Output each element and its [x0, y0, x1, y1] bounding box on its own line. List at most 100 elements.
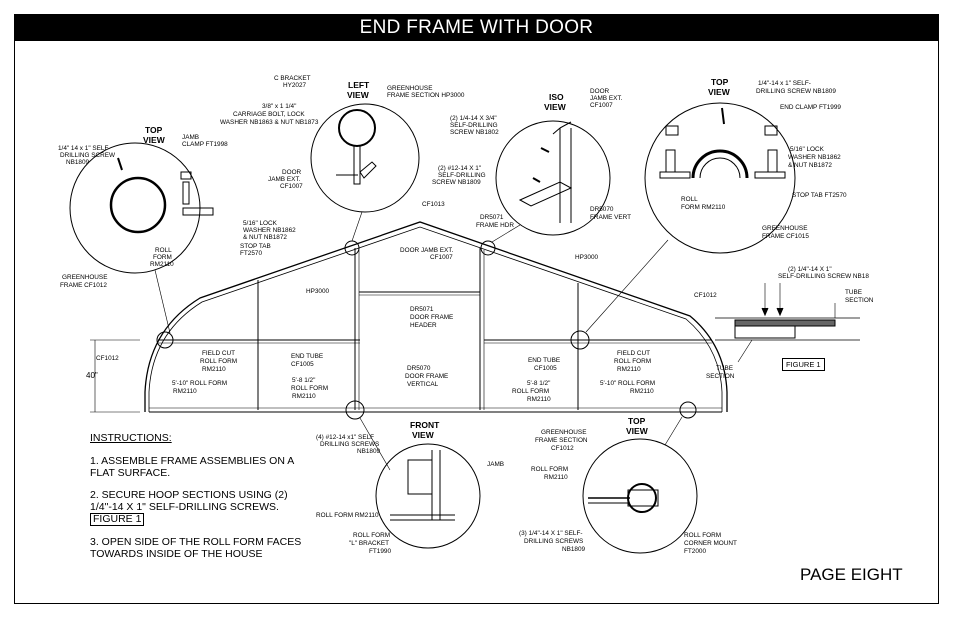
callout-tr-endclamp: END CLAMP FT1999 — [780, 104, 841, 111]
callout-text: FT2570 — [240, 250, 262, 257]
label-hp3000-right: HP3000 — [575, 254, 599, 261]
instructions: INSTRUCTIONS: 1. ASSEMBLE FRAME ASSEMBLI… — [90, 432, 320, 570]
view-title-top-right-2: VIEW — [708, 87, 731, 97]
callout-text: ROLL FORM — [200, 358, 237, 365]
callout-text: ROLL FORM — [531, 466, 568, 473]
callout-text: CARRIAGE BOLT, LOCK — [233, 111, 305, 118]
view-title-top-right-1: TOP — [711, 77, 729, 87]
callout-text: STOP TAB — [240, 243, 271, 250]
callout-text: & NUT NB1872 — [788, 162, 832, 169]
callout-text: FT2000 — [684, 548, 706, 555]
callout-text: FIELD CUT — [617, 350, 650, 357]
callout-text: GREENHOUSE — [762, 225, 807, 232]
view-title-top-left-2: VIEW — [143, 135, 166, 145]
callout-text: NB1809 — [562, 546, 586, 553]
callout-text: 5'-10" ROLL FORM — [600, 380, 655, 387]
callout-text: FIELD CUT — [202, 350, 235, 357]
view-title-top-left-1: TOP — [145, 125, 163, 135]
callout-text: FT1990 — [369, 548, 391, 555]
callout-text: ROLL FORM — [614, 358, 651, 365]
callout-text: FORM RM2110 — [681, 204, 726, 211]
callout-text: END TUBE — [528, 357, 560, 364]
callout-text: RM2110 — [292, 393, 316, 400]
callout-text: ROLL — [681, 196, 698, 203]
callout-text: DR5070 — [590, 206, 614, 213]
callout-text: & NUT NB1872 — [243, 234, 287, 241]
callout-text: FRAME CF1015 — [762, 233, 809, 240]
callout-tr-screw: 1/4"-14 x 1" SELF-DRILLING SCREW NB1809 — [756, 80, 836, 95]
view-title-left-1: LEFT — [348, 80, 370, 90]
callout-text: RM2110 — [202, 366, 226, 373]
callout-text: NB1809 — [66, 159, 90, 166]
callout-text: 5/16" LOCK — [243, 220, 278, 227]
callout-text: (2) 1/4"-14 X 1" — [788, 266, 832, 273]
callout-text: CF1005 — [291, 361, 314, 368]
callout-text: DOOR FRAME — [405, 373, 448, 380]
page-border — [14, 14, 939, 604]
label-hp3000-left: HP3000 — [306, 288, 330, 295]
page-number-label: PAGE EIGHT — [800, 565, 903, 584]
callout-text: RM2110 — [173, 388, 197, 395]
callout-text: "L" BRACKET — [349, 540, 389, 547]
label-cf1013: CF1013 — [422, 201, 445, 208]
callout-text: CORNER MOUNT — [684, 540, 737, 547]
callout-text: CF1007 — [430, 254, 453, 261]
callout-text: STOP TAB FT2570 — [792, 192, 847, 199]
callout-tr-stoptab: STOP TAB FT2570 — [792, 192, 847, 199]
callout-text: DRILLING SCREWS — [320, 441, 379, 448]
callout-text: FORM — [153, 254, 172, 261]
top-view-detail-left — [69, 142, 201, 274]
callout-text: WASHER NB1862 — [243, 227, 296, 234]
callout-text: (2) #12-14 X 1" — [438, 165, 481, 172]
instruction-step-1: 1. ASSEMBLE FRAME ASSEMBLIES ON A FLAT S… — [90, 455, 294, 479]
view-title-front-2: VIEW — [412, 430, 435, 440]
callout-text: FRAME SECTION — [535, 437, 588, 444]
callout-text: (3) 1/4"-14 X 1" SELF- — [519, 530, 583, 537]
callout-text: RM2110 — [150, 261, 174, 268]
view-title-top-bottom-1: TOP — [628, 416, 646, 426]
top-view-detail-bottom — [582, 438, 698, 554]
callout-text: END CLAMP FT1999 — [780, 104, 841, 111]
callout-text: 5'-8 1/2" — [527, 380, 550, 387]
callout-text: CF1005 — [534, 365, 557, 372]
main-frame — [90, 221, 728, 420]
callout-text: SCREW NB1802 — [450, 129, 499, 136]
callout-text: SECTION — [845, 297, 874, 304]
callout-text: SECTION — [706, 373, 735, 380]
instruction-figure-ref: FIGURE 1 — [90, 513, 145, 526]
callout-text: CF1007 — [590, 102, 613, 109]
callout-text: DRILLING SCREW — [60, 152, 116, 159]
callout-text: JAMB EXT. — [590, 95, 623, 102]
callout-text: FRAME HDR — [476, 222, 514, 229]
callout-text: CF1007 — [280, 183, 303, 190]
label-door-jamb-ext: DOOR JAMB EXT.CF1007 — [400, 247, 453, 261]
callout-text: RM2110 — [630, 388, 654, 395]
callout-text: WASHER NB1862 — [788, 154, 841, 161]
callout-text: CF1012 — [551, 445, 574, 452]
callout-text: SELF-DRILLING — [438, 172, 486, 179]
callout-text: 5'-10" ROLL FORM — [172, 380, 227, 387]
